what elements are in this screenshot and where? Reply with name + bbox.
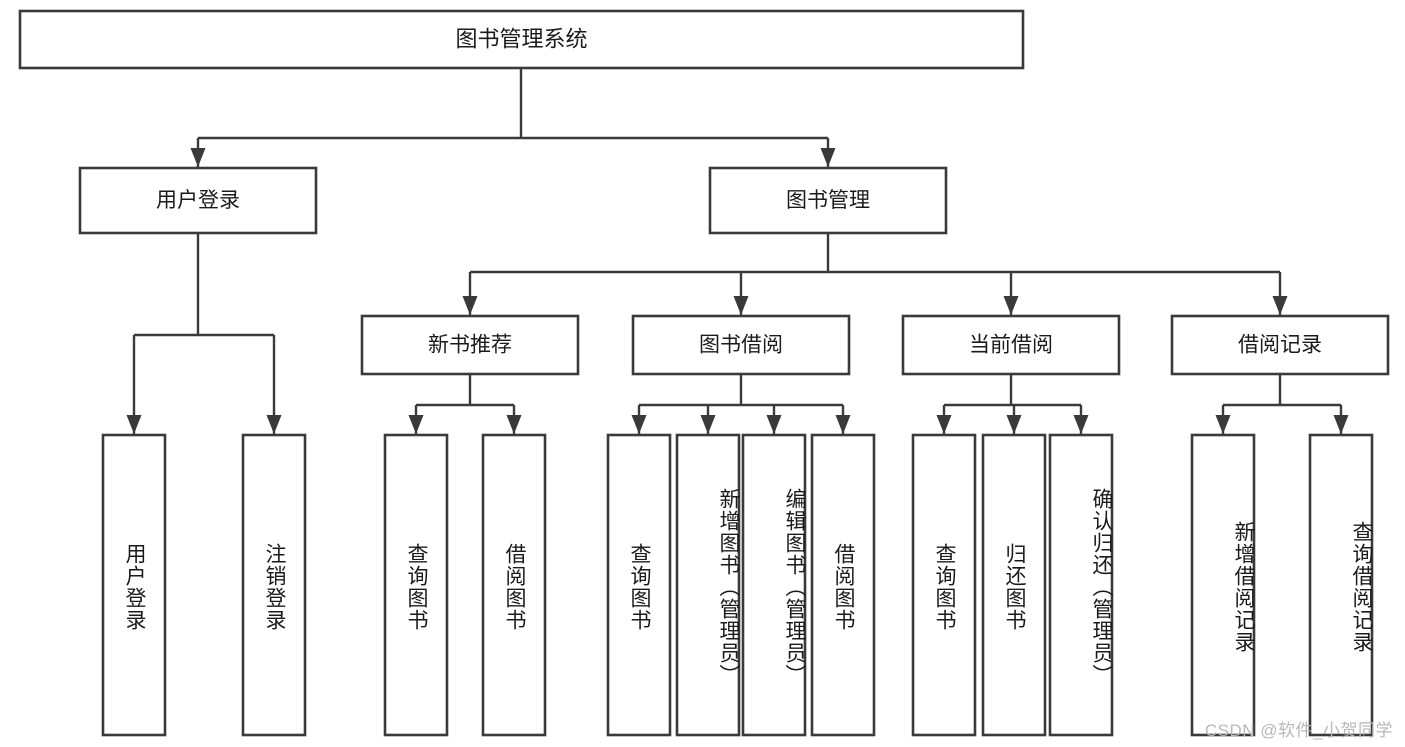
arrow-head-icon bbox=[631, 415, 647, 434]
arrow-head-icon bbox=[700, 415, 716, 434]
arrow-head-icon bbox=[1215, 415, 1231, 434]
node-label-level2-1: 图书管理 bbox=[786, 189, 870, 212]
arrow-head-icon bbox=[1073, 415, 1089, 434]
node-leaf-2[interactable] bbox=[383, 433, 449, 737]
node-label-level3-0: 新书推荐 bbox=[428, 334, 512, 357]
arrow-head-icon bbox=[1006, 415, 1022, 434]
node-level2-0[interactable] bbox=[78, 166, 318, 235]
node-leaf-4[interactable] bbox=[606, 433, 672, 737]
watermark-text: CSDN @软件_小贺同学 bbox=[1204, 721, 1393, 740]
node-leaf-3[interactable] bbox=[481, 433, 547, 737]
arrow-head-icon bbox=[266, 415, 282, 434]
arrow-head-icon bbox=[190, 148, 206, 167]
arrow-head-icon bbox=[820, 148, 836, 167]
node-leaf-9[interactable] bbox=[981, 433, 1047, 737]
node-leaf-11[interactable] bbox=[1190, 433, 1256, 737]
node-leaf-7[interactable] bbox=[810, 433, 876, 737]
node-leaf-0[interactable] bbox=[101, 433, 167, 737]
node-label-level3-1: 图书借阅 bbox=[699, 334, 783, 357]
node-level3-3[interactable] bbox=[1170, 314, 1390, 376]
node-level3-0[interactable] bbox=[360, 314, 580, 376]
arrow-head-icon bbox=[1272, 296, 1288, 315]
node-leaf-10[interactable] bbox=[1048, 433, 1114, 737]
node-label-root: 图书管理系统 bbox=[455, 26, 587, 51]
node-box-layer bbox=[18, 9, 1390, 737]
arrow-head-icon bbox=[766, 415, 782, 434]
node-root-book-management-system[interactable] bbox=[18, 9, 1025, 70]
node-leaf-12[interactable] bbox=[1308, 433, 1374, 737]
arrow-head-icon bbox=[1333, 415, 1349, 434]
arrow-head-icon bbox=[835, 415, 851, 434]
node-level3-1[interactable] bbox=[631, 314, 851, 376]
arrow-head-icon bbox=[126, 415, 142, 434]
node-leaf-8[interactable] bbox=[911, 433, 977, 737]
node-label-level3-2: 当前借阅 bbox=[969, 334, 1053, 357]
arrow-head-icon bbox=[506, 415, 522, 434]
node-leaf-5[interactable] bbox=[675, 433, 741, 737]
node-label-level3-3: 借阅记录 bbox=[1238, 334, 1322, 357]
arrow-head-icon bbox=[408, 415, 424, 434]
node-label-level2-0: 用户登录 bbox=[156, 189, 240, 212]
node-leaf-1[interactable] bbox=[241, 433, 307, 737]
connector-layer bbox=[126, 68, 1349, 434]
node-leaf-6[interactable] bbox=[741, 433, 807, 737]
arrow-head-icon bbox=[936, 415, 952, 434]
arrow-head-icon bbox=[733, 296, 749, 315]
node-level2-1[interactable] bbox=[708, 166, 948, 235]
arrow-head-icon bbox=[462, 296, 478, 315]
node-level3-2[interactable] bbox=[901, 314, 1121, 376]
arrow-head-icon bbox=[1003, 296, 1019, 315]
